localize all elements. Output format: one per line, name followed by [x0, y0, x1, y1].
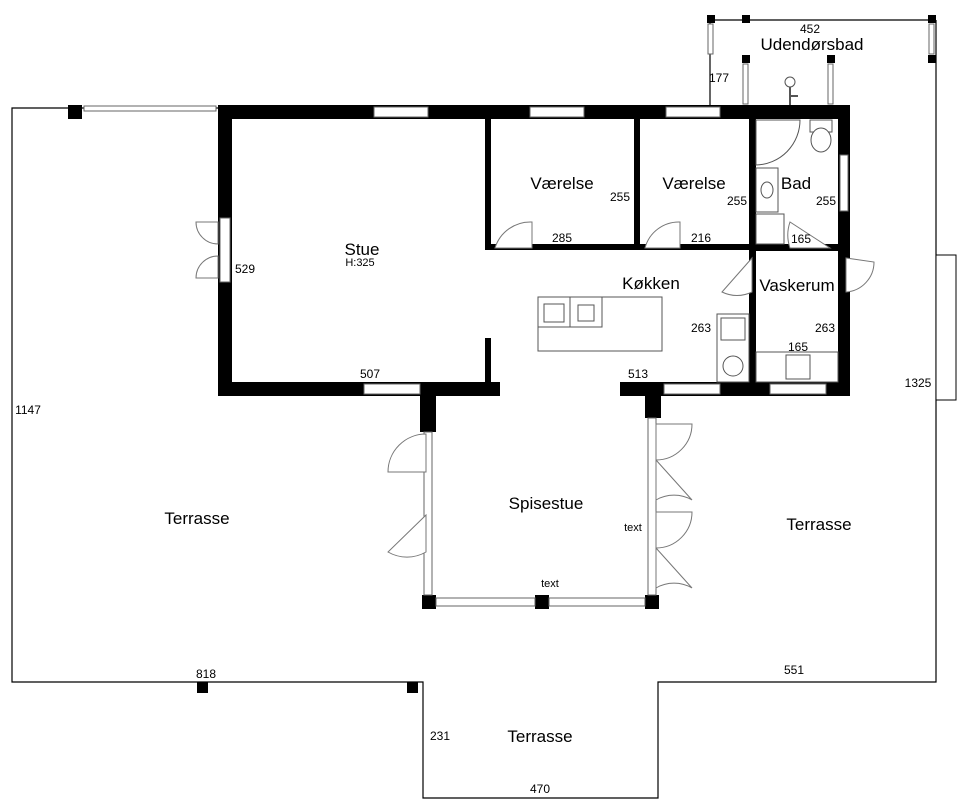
dim-263-koekken: 263 [691, 321, 711, 335]
dim-255-vaerelse2: 255 [727, 194, 747, 208]
room-spisestue: Spisestue [509, 494, 584, 513]
shower-icon [784, 76, 798, 105]
room-vaerelse-1: Værelse [530, 174, 593, 193]
dim-285: 285 [552, 231, 572, 245]
doors [195, 221, 875, 589]
terrace-outline [11, 65, 937, 799]
dim-216: 216 [691, 231, 711, 245]
dim-818: 818 [196, 667, 216, 681]
dim-507: 507 [360, 367, 380, 381]
label-text-bottom: text [541, 578, 559, 590]
dim-177: 177 [709, 71, 729, 85]
outdoor-bath-enclosure [707, 15, 936, 106]
dim-165-bad: 165 [791, 232, 811, 246]
windows [83, 105, 957, 607]
laundry-counter [755, 351, 839, 383]
room-stue: Stue [345, 240, 380, 259]
room-stue-height: H:325 [345, 257, 374, 269]
room-bad: Bad [781, 174, 811, 193]
room-vaerelse-2: Værelse [662, 174, 725, 193]
room-vaskerum: Vaskerum [759, 276, 834, 295]
room-terrasse-bottom: Terrasse [507, 727, 572, 746]
dim-231: 231 [430, 729, 450, 743]
dim-255-bad: 255 [816, 194, 836, 208]
label-text-side: text [624, 522, 642, 534]
dim-263-vaskerum: 263 [815, 321, 835, 335]
dim-513: 513 [628, 367, 648, 381]
room-terrasse-left: Terrasse [164, 509, 229, 528]
dim-1325: 1325 [905, 376, 932, 390]
room-terrasse-right: Terrasse [786, 515, 851, 534]
dim-255-vaerelse1: 255 [610, 190, 630, 204]
room-koekken: Køkken [622, 274, 680, 293]
bathroom-fixtures [755, 119, 833, 245]
dim-551: 551 [784, 663, 804, 677]
kitchen-island [537, 296, 663, 352]
dim-452: 452 [800, 22, 820, 36]
dim-470: 470 [530, 782, 550, 796]
room-udendoersbad: Udendørsbad [760, 35, 863, 54]
dim-1147: 1147 [15, 403, 41, 417]
dim-529: 529 [235, 262, 255, 276]
dim-165-vaskerum: 165 [788, 340, 808, 354]
kitchen-counter [716, 313, 750, 383]
